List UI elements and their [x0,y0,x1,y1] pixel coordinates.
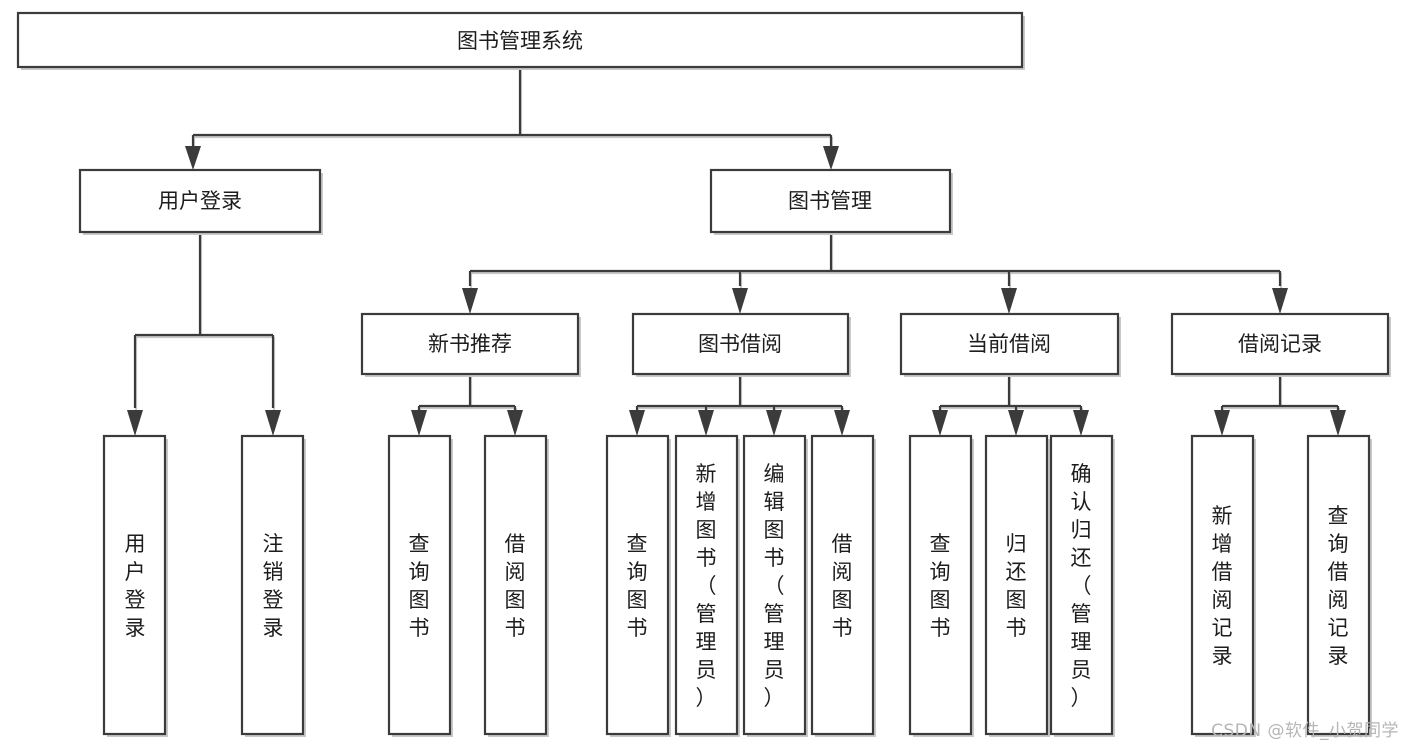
csdn-watermark: CSDN @软件_小贺同学 [1211,721,1399,741]
arrow-head-leaf-user-logout [265,410,281,436]
node-user-login[interactable]: 用户登录 [78,168,323,235]
leaf-query-book-2-label: 查询图书 [627,532,648,640]
node-leaf-query-book-3[interactable]: 查询图书 [908,434,974,737]
connector-new-book-recommend-to-leaves [411,374,523,436]
arrow-head-leaf-query-book-3 [932,410,948,436]
book-manage-label: 图书管理 [788,189,872,213]
leaf-user-logout-box [240,434,305,736]
connector-layer [127,68,1346,436]
node-root[interactable]: 图书管理系统 [16,11,1025,70]
leaf-add-record-box [1190,434,1255,736]
arrow-head-current-borrow [1001,288,1017,314]
new-book-recommend-box [360,312,580,376]
leaf-edit-book-box [742,434,807,736]
arrow-head-leaf-user-login [127,410,143,436]
user-login-label: 用户登录 [158,189,242,213]
new-book-recommend-label: 新书推荐 [428,332,512,356]
leaf-borrow-book-1-box [483,434,548,736]
arrow-head-leaf-edit-book [766,410,782,436]
leaf-return-book-label: 归还图书 [1006,532,1027,640]
arrow-head-borrow-record [1272,288,1288,314]
leaf-user-login-box [102,434,167,736]
node-current-borrow[interactable]: 当前借阅 [899,312,1121,377]
book-borrow-label: 图书借阅 [698,332,782,356]
root-box [16,11,1024,69]
leaf-nodes-layer: 用户登录 注销登录 查询图书 借阅图书 查询图书 [102,434,1372,737]
arrow-head-user-login [185,146,201,170]
leaf-user-logout-label: 注销登录 [263,532,284,640]
node-leaf-query-record[interactable]: 查询借阅记录 [1306,434,1372,737]
node-leaf-query-book-1[interactable]: 查询图书 [387,434,453,737]
node-book-borrow[interactable]: 图书借阅 [631,312,851,377]
arrow-head-leaf-return-book [1008,410,1024,436]
node-leaf-borrow-book-2[interactable]: 借阅图书 [810,434,876,737]
leaf-query-book-3-box [908,434,973,736]
node-leaf-user-login[interactable]: 用户登录 [102,434,168,737]
node-leaf-add-book[interactable]: 新增图书（管理员） [674,434,740,737]
leaf-query-record-box [1306,434,1371,736]
user-login-box [78,168,322,234]
leaf-query-book-1-box [387,434,452,736]
leaf-confirm-return-label: 确认归还（管理员） [1071,462,1092,710]
arrow-head-leaf-borrow-book-1 [507,410,523,436]
current-borrow-box [899,312,1120,376]
node-leaf-confirm-return[interactable]: 确认归还（管理员） [1049,434,1115,737]
current-borrow-label: 当前借阅 [967,332,1051,356]
node-leaf-return-book[interactable]: 归还图书 [984,434,1050,737]
arrow-head-leaf-add-record [1214,410,1230,436]
leaf-query-book-1-label: 查询图书 [409,532,430,640]
leaf-return-book-box [984,434,1049,736]
leaf-borrow-book-1-label: 借阅图书 [505,532,526,640]
node-book-manage[interactable]: 图书管理 [709,168,953,235]
connector-user-login-to-leaves [127,232,281,436]
arrow-head-book-borrow [732,288,748,314]
leaf-borrow-book-2-box [810,434,875,736]
leaf-user-login-label: 用户登录 [125,532,146,640]
connector-root-to-level2 [185,68,839,170]
node-leaf-query-book-2[interactable]: 查询图书 [605,434,671,737]
root-label: 图书管理系统 [457,29,583,53]
arrow-head-leaf-borrow-book-2 [834,410,850,436]
borrow-record-box [1170,312,1390,376]
arrow-head-leaf-query-book-2 [629,410,645,436]
node-leaf-user-logout[interactable]: 注销登录 [240,434,306,737]
node-leaf-borrow-book-1[interactable]: 借阅图书 [483,434,549,737]
leaf-confirm-return-box [1049,434,1114,736]
leaf-query-record-label: 查询借阅记录 [1328,504,1349,668]
node-leaf-add-record[interactable]: 新增借阅记录 [1190,434,1256,737]
leaf-add-book-box [674,434,739,736]
node-borrow-record[interactable]: 借阅记录 [1170,312,1391,377]
arrow-head-leaf-add-book [698,410,714,436]
arrow-head-book-manage [823,146,839,170]
connector-book-manage-to-level3 [462,233,1288,314]
arrow-head-leaf-query-record [1330,410,1346,436]
leaf-add-record-label: 新增借阅记录 [1212,504,1233,668]
leaf-borrow-book-2-label: 借阅图书 [832,532,853,640]
node-leaf-edit-book[interactable]: 编辑图书（管理员） [742,434,808,737]
node-new-book-recommend[interactable]: 新书推荐 [360,312,581,377]
connector-borrow-record-to-leaves [1214,374,1346,436]
leaf-query-book-2-box [605,434,670,736]
arrow-head-leaf-query-book-1 [411,410,427,436]
leaf-add-book-label: 新增图书（管理员） [696,462,717,710]
book-borrow-box [631,312,850,376]
arrow-head-leaf-confirm-return [1073,410,1089,436]
borrow-record-label: 借阅记录 [1238,332,1322,356]
connector-book-borrow-to-leaves [629,374,850,436]
connector-current-borrow-to-leaves [932,374,1089,436]
leaf-edit-book-label: 编辑图书（管理员） [764,462,785,710]
arrow-head-new-book-recommend [462,288,478,314]
leaf-query-book-3-label: 查询图书 [930,532,951,640]
book-manage-box [709,168,952,234]
